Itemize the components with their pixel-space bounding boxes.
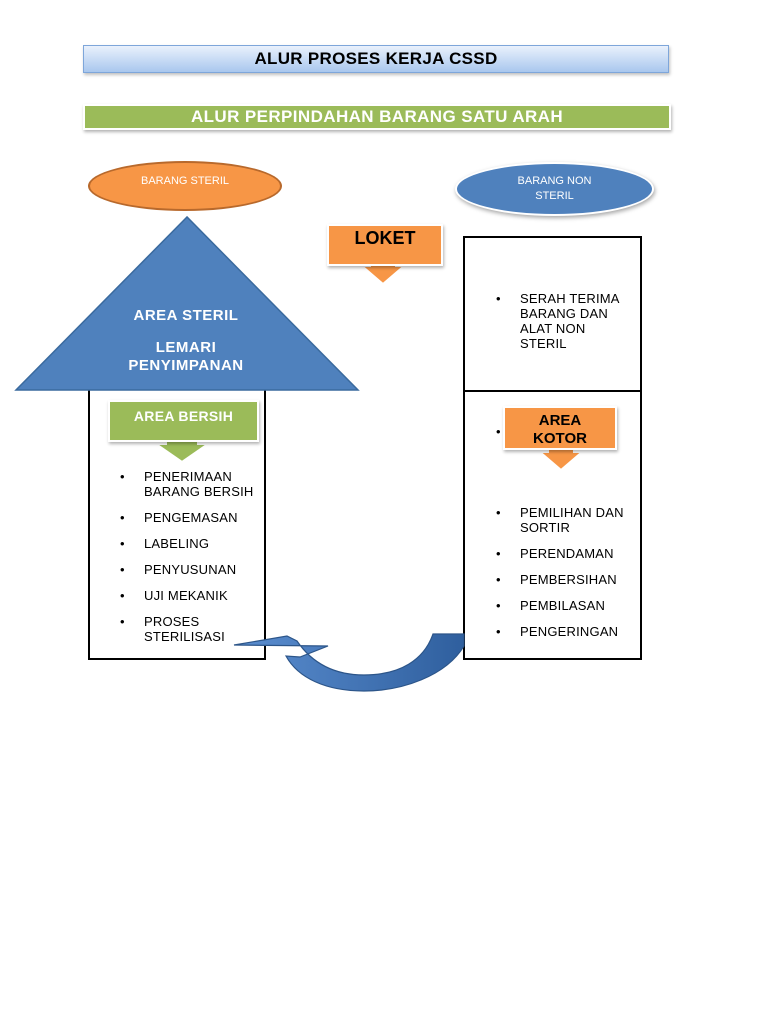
area-bersih-callout: AREA BERSIH (108, 400, 259, 442)
barang-steril-ellipse: BARANG STERIL (88, 161, 282, 211)
area-kotor-list: PEMILIHAN DAN SORTIR PERENDAMAN PEMBERSI… (490, 505, 638, 650)
list-item: PEMBILASAN (490, 598, 638, 613)
serah-terima-list: SERAH TERIMA BARANG DAN ALAT NON STERIL (490, 291, 630, 351)
page-title: ALUR PROSES KERJA CSSD (83, 45, 669, 73)
barang-non-steril-ellipse: BARANG NON STERIL (455, 162, 654, 216)
area-kotor-line1: AREA (538, 412, 582, 429)
loket-callout: LOKET (327, 224, 443, 266)
list-item: PROSES STERILISASI (114, 614, 254, 644)
area-steril-label: AREA STERIL (133, 307, 239, 324)
page-subtitle: ALUR PERPINDAHAN BARANG SATU ARAH (83, 104, 671, 130)
penyimpanan-label: PENYIMPANAN (128, 357, 244, 374)
list-item: PENERIMAAN BARANG BERSIH (114, 469, 254, 499)
area-kotor-line2: KOTOR (533, 430, 587, 447)
list-item: LABELING (114, 536, 254, 551)
area-kotor-callout: AREA KOTOR (503, 406, 617, 450)
stray-bullet: • (496, 424, 501, 439)
list-item: PENGEMASAN (114, 510, 254, 525)
barang-non-steril-label-line1: BARANG NON (517, 175, 592, 187)
list-item: PENGERINGAN (490, 624, 638, 639)
barang-steril-label: BARANG STERIL (140, 175, 230, 187)
list-item: UJI MEKANIK (114, 588, 254, 603)
list-item: PENYUSUNAN (114, 562, 254, 577)
lemari-label: LEMARI (155, 339, 217, 356)
barang-non-steril-label-line2: STERIL (535, 190, 574, 202)
list-item: PEMILIHAN DAN SORTIR (490, 505, 638, 535)
area-bersih-list: PENERIMAAN BARANG BERSIH PENGEMASAN LABE… (114, 469, 254, 655)
list-item: PEMBERSIHAN (490, 572, 638, 587)
lemari-penyimpanan-label: LEMARI PENYIMPANAN (100, 339, 272, 375)
list-item: SERAH TERIMA BARANG DAN ALAT NON STERIL (490, 291, 630, 351)
list-item: PERENDAMAN (490, 546, 638, 561)
